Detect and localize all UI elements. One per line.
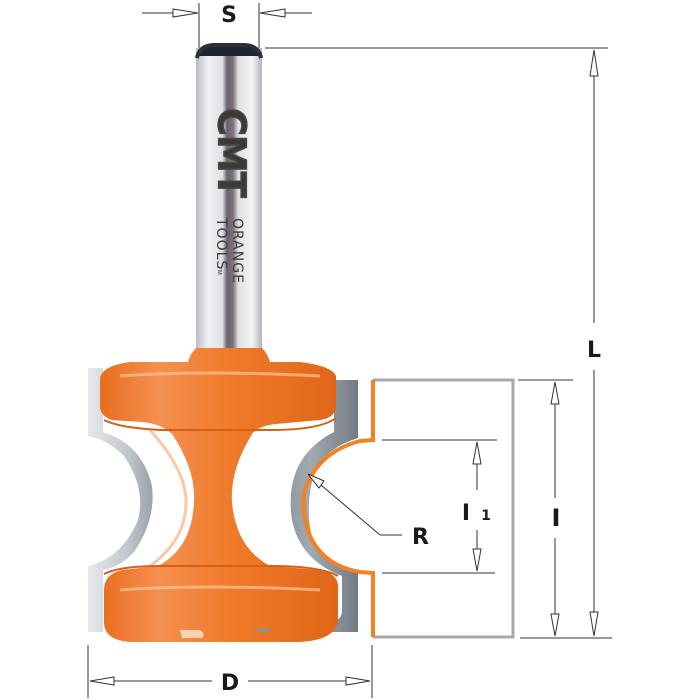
dimension-label-s: S	[221, 3, 237, 28]
brand-logo: CMT	[210, 108, 254, 198]
brand-line-orange: ORANGE	[229, 218, 245, 284]
workpiece-profile	[301, 378, 515, 639]
dimension-i: I	[518, 379, 573, 637]
brand-trademark: TM	[216, 265, 223, 275]
dimension-d: D	[87, 645, 373, 698]
shank-branding: CMT ORANGE TOOLS TM	[209, 107, 254, 284]
dimension-r: R	[307, 473, 429, 550]
dimension-s: S	[142, 3, 312, 48]
shank: CMT ORANGE TOOLS TM	[195, 43, 263, 348]
dimension-label-i1: I	[462, 501, 470, 526]
dimension-label-l: L	[587, 338, 601, 363]
brand-line-tools: TOOLS	[213, 217, 229, 270]
dimension-label-i1-sub: 1	[481, 508, 491, 524]
cutter-body	[100, 348, 339, 642]
dimension-label-i: I	[552, 504, 561, 532]
right-carbide-insert	[262, 380, 358, 632]
dimension-i1: I 1	[382, 439, 497, 574]
dimension-l: L	[265, 47, 612, 639]
left-carbide-insert	[88, 368, 153, 632]
dimension-label-r: R	[412, 525, 429, 550]
dimension-label-d: D	[221, 671, 239, 696]
